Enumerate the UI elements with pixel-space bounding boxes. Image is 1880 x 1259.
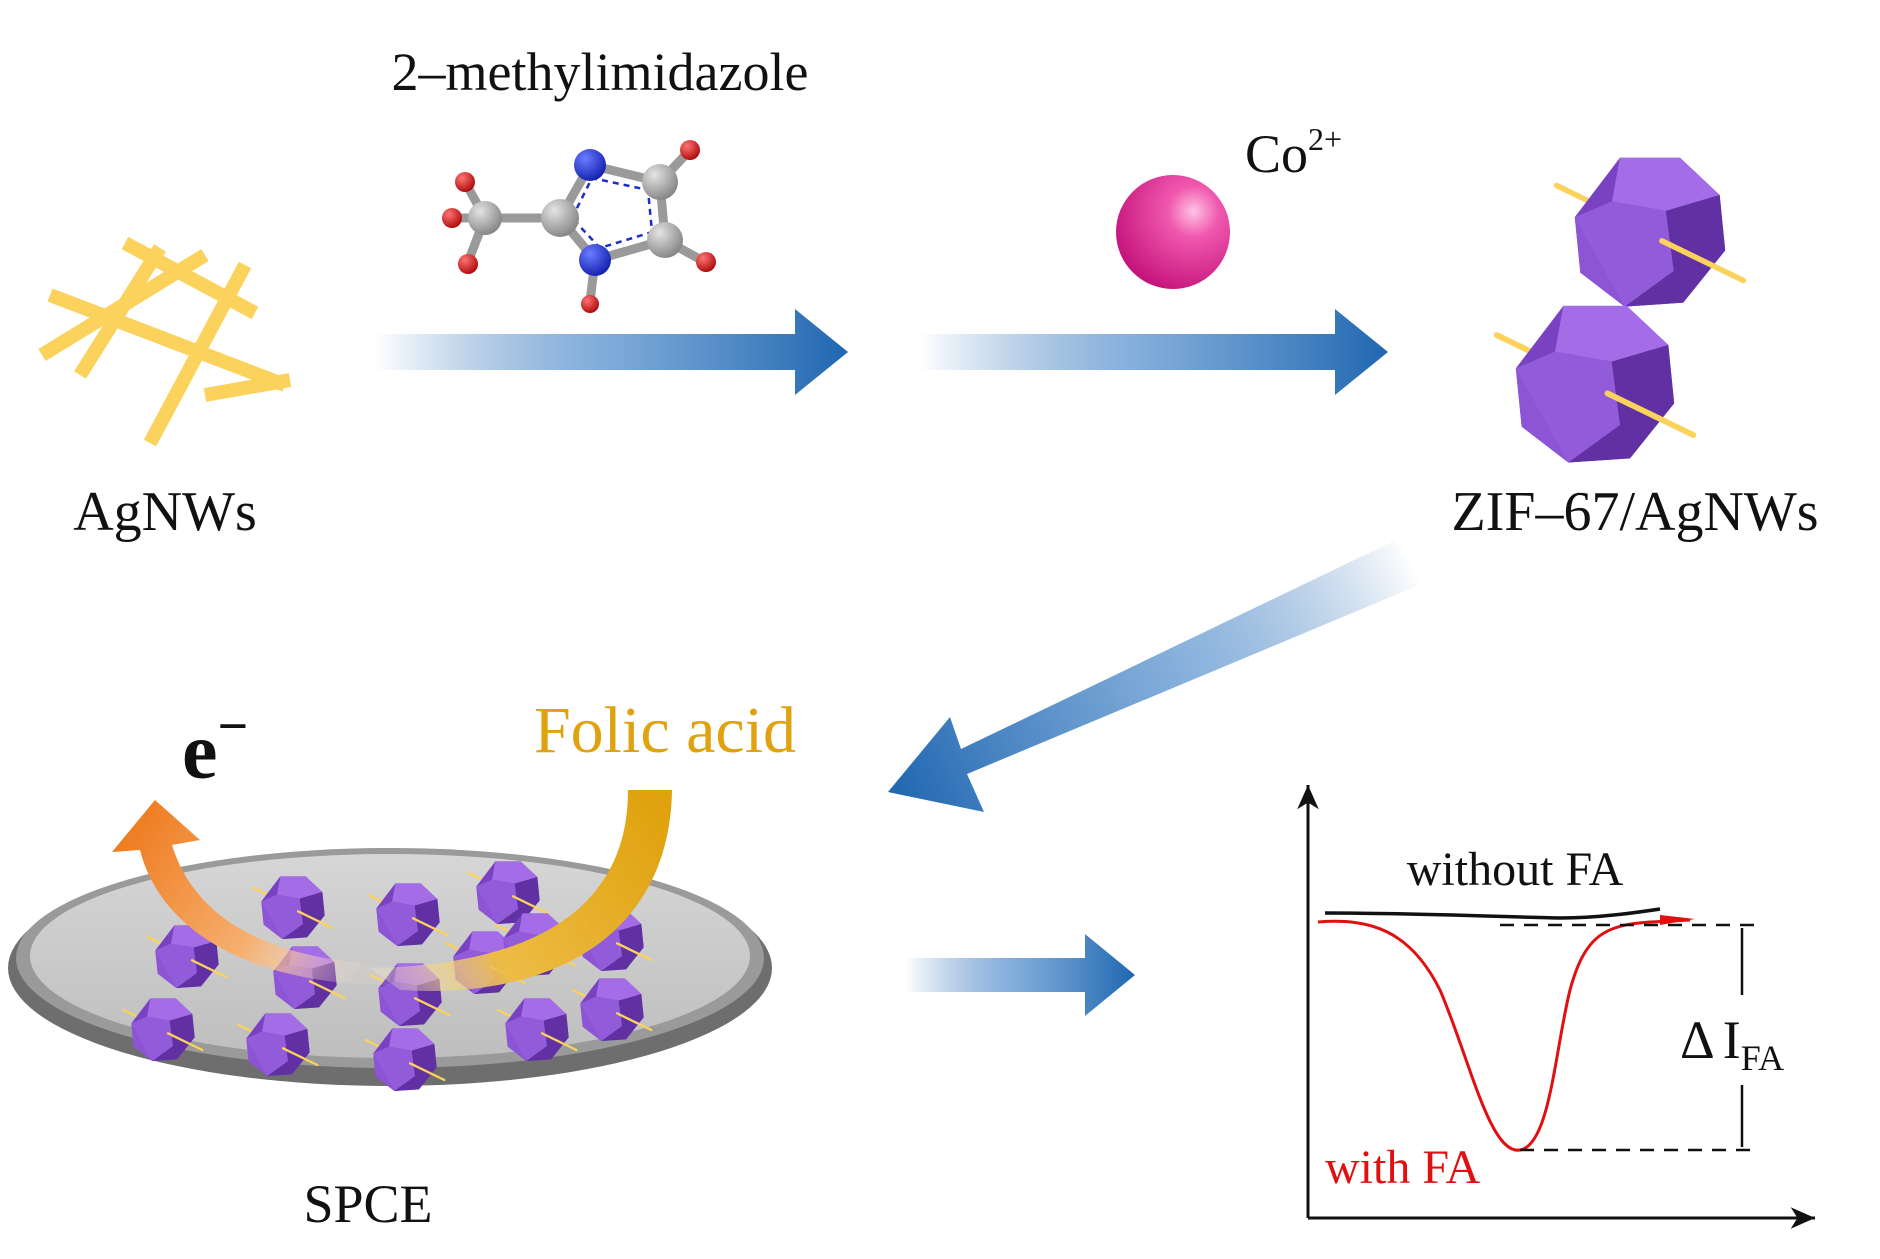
- with-fa-curve-tip: [1660, 915, 1695, 925]
- process-arrow-diagonal: [888, 540, 1424, 812]
- without-fa-curve: [1324, 907, 1661, 920]
- 2-methylimidazole-molecule-icon: [442, 140, 716, 313]
- folic-acid-label: Folic acid: [534, 694, 796, 767]
- silver-nanowire-network: [38, 236, 292, 447]
- spce-label: SPCE: [303, 1174, 432, 1234]
- electron-label: e−: [182, 696, 248, 796]
- process-arrow-3: [905, 934, 1135, 1016]
- process-arrow-2: [920, 309, 1388, 395]
- cobalt-ion-label: Co2+: [1245, 121, 1342, 184]
- reagent-label: 2–methylimidazole: [392, 42, 809, 102]
- electron-transfer-arrow: [112, 800, 390, 985]
- zif67-crystal-bottom-icon: [1497, 306, 1694, 463]
- folic-acid-arrow: [370, 790, 672, 991]
- with-fa-curve: [1317, 918, 1691, 1152]
- process-arrow-1: [375, 309, 848, 395]
- cobalt-ion-sphere-icon: [1116, 175, 1230, 289]
- zif67-crystal-top-icon: [1557, 158, 1744, 307]
- without-fa-label: without FA: [1407, 843, 1624, 896]
- product-label: ZIF–67/AgNWs: [1451, 481, 1818, 543]
- with-fa-label: with FA: [1325, 1141, 1480, 1194]
- agnws-label: AgNWs: [73, 481, 257, 543]
